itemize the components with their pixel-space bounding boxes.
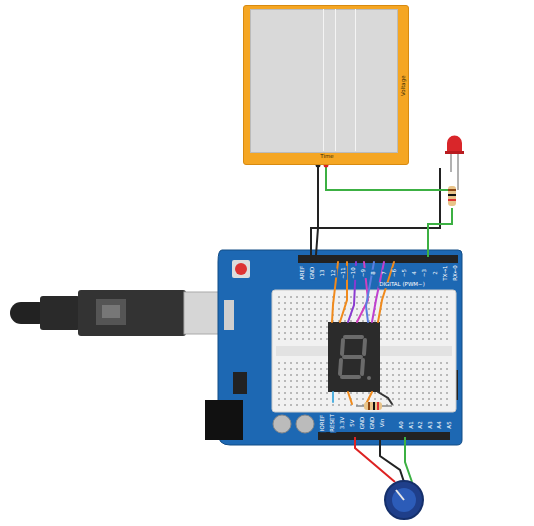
pin-label: IOREF: [320, 414, 326, 432]
power-wire: [355, 437, 395, 482]
pin-label: Vin: [380, 418, 386, 429]
pin-label: A2: [418, 420, 424, 429]
pin-label: A3: [428, 420, 434, 429]
pin-label: A4: [438, 420, 444, 429]
pin-label: TX→1: [443, 264, 449, 281]
ground-wire: [316, 166, 318, 255]
pin-label: RX←0: [453, 264, 459, 282]
ground-wire: [380, 437, 404, 482]
header-label: DIGITAL (PWM~): [378, 282, 426, 288]
pin-label: 12: [331, 269, 337, 278]
seven-segment-display: [328, 322, 380, 392]
pin-label: 8: [372, 270, 378, 276]
pin-label: A0: [399, 420, 405, 429]
grid-line: [355, 9, 356, 151]
pin-label: RESET: [330, 413, 336, 433]
pin-label: 13: [321, 269, 327, 278]
pin-label: ~5: [402, 268, 408, 278]
grid-line: [323, 9, 324, 151]
pin-label: ~11: [341, 266, 347, 280]
grid-line: [335, 9, 336, 151]
probe-wire: [326, 166, 452, 190]
pin-label: 5V: [350, 418, 356, 427]
resistor-symbol: [356, 402, 392, 410]
ground-wire: [311, 168, 440, 255]
pin-label: 3.3V: [340, 416, 346, 431]
axis-label-vertical: Voltage: [400, 76, 406, 97]
pin-label: ~3: [423, 268, 429, 278]
pin-label: GND: [360, 416, 366, 431]
pin-label: GND: [370, 416, 376, 431]
pin-label: A5: [447, 420, 453, 429]
pin-label: ~6: [392, 268, 398, 278]
pin-label: A1: [409, 420, 415, 429]
resistor-symbol: [448, 186, 456, 206]
scope-screen: [250, 9, 398, 153]
pin-label: AREF: [300, 265, 306, 281]
pin-label: 4: [412, 270, 418, 276]
oscilloscope: Time Voltage: [243, 5, 409, 165]
arduino-board: [205, 250, 462, 445]
led-symbol: [445, 136, 464, 191]
pin-label: GND: [310, 266, 316, 281]
potentiometer: [385, 481, 423, 519]
led-wire: [428, 208, 452, 257]
pin-label: 2: [433, 270, 439, 276]
pin-label: ~9: [361, 268, 367, 278]
pin-label: ~10: [351, 266, 357, 280]
axis-label: Time: [320, 154, 333, 160]
pin-label: 7: [382, 270, 388, 276]
signal-wire: [405, 437, 412, 482]
